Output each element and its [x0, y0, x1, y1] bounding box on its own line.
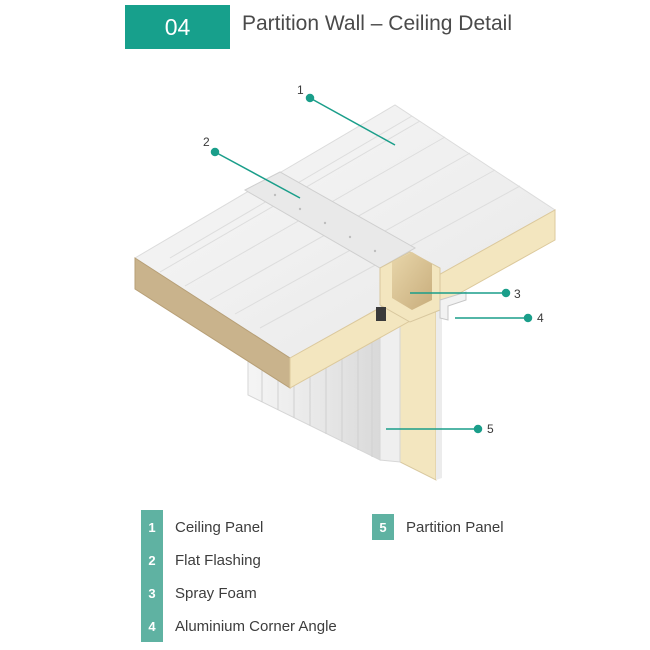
callout-1-label: 1 — [297, 83, 304, 97]
callout-1: 1 — [297, 83, 396, 146]
legend-item-ceiling-panel: 1 Ceiling Panel — [141, 514, 263, 540]
detail-number-badge: 04 — [125, 5, 230, 49]
legend-item-aluminium-corner-angle: 4 Aluminium Corner Angle — [141, 613, 337, 639]
legend-item-spray-foam: 3 Spray Foam — [141, 580, 257, 606]
flat-flashing — [243, 171, 417, 269]
legend-number: 4 — [141, 613, 163, 639]
callout-5-label: 5 — [487, 422, 494, 436]
legend-label: Partition Panel — [406, 518, 504, 536]
callout-2-label: 2 — [203, 135, 210, 149]
callout-5: 5 — [386, 422, 494, 436]
legend-label: Ceiling Panel — [175, 518, 264, 536]
legend-number: 1 — [141, 514, 163, 540]
legend-label: Flat Flashing — [175, 551, 261, 569]
callout-3-label: 3 — [514, 287, 521, 301]
callout-2: 2 — [203, 135, 301, 199]
legend-item-partition-panel: 5 Partition Panel — [372, 514, 504, 540]
legend-number: 5 — [372, 514, 394, 540]
detail-number: 04 — [164, 13, 191, 40]
callout-4-label: 4 — [537, 311, 544, 325]
legend-bar — [141, 510, 163, 642]
legend-label: Aluminium Corner Angle — [175, 617, 337, 635]
legend-number: 2 — [141, 547, 163, 573]
callout-3: 3 — [410, 287, 521, 301]
legend-number: 3 — [141, 580, 163, 606]
callout-4: 4 — [455, 311, 544, 325]
legend-item-flat-flashing: 2 Flat Flashing — [141, 547, 261, 573]
page-title: Partition Wall – Ceiling Detail — [242, 12, 512, 35]
aluminium-corner-angle — [439, 291, 467, 321]
legend-label: Spray Foam — [175, 584, 257, 602]
